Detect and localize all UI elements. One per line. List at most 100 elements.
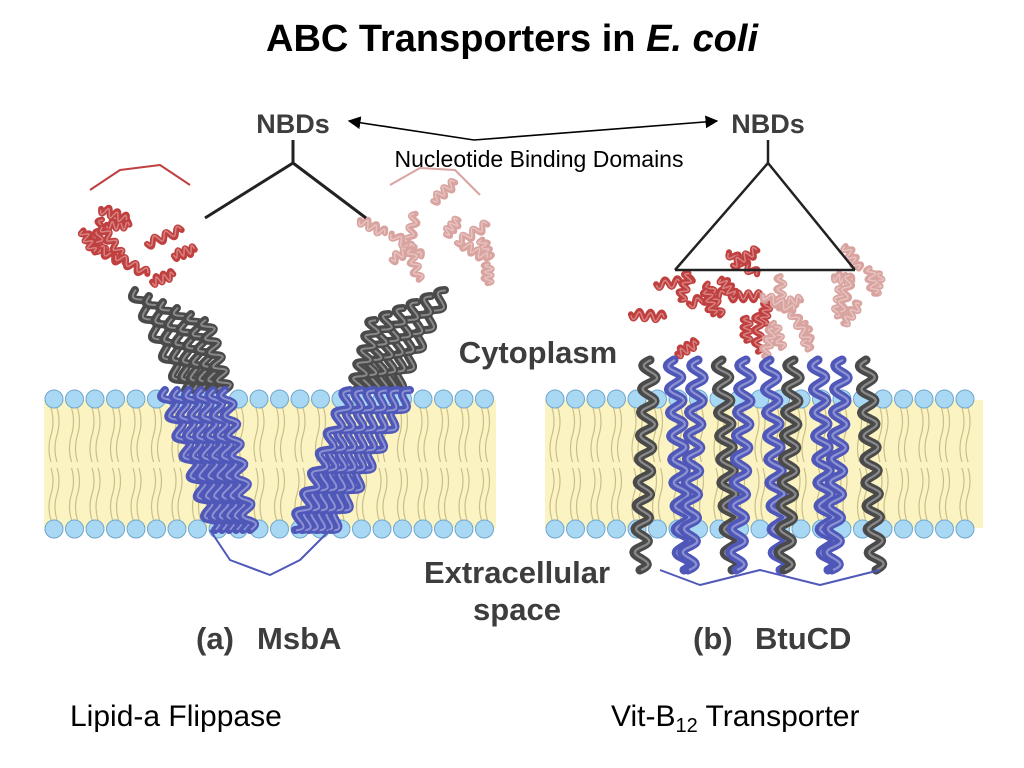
lipid-head: [393, 519, 412, 539]
helix: [821, 355, 853, 575]
loop: [389, 167, 481, 196]
helix: [730, 245, 761, 271]
helix: [854, 355, 888, 575]
extracellular-label-line2: space: [473, 592, 561, 627]
lipid-head: [106, 519, 125, 539]
helix: [443, 215, 462, 239]
helix: [787, 309, 815, 345]
helix: [675, 270, 694, 303]
nbd-arrow: [347, 115, 719, 141]
lipid-head: [147, 519, 166, 539]
lipid-head: [44, 519, 64, 539]
helix: [112, 253, 151, 277]
helix: [430, 178, 459, 206]
nbds-label-right: NBDs: [731, 109, 805, 139]
helix: [144, 224, 185, 250]
title-species: E. coli: [646, 18, 758, 60]
loop: [209, 529, 331, 576]
slide-title: ABC Transporters in E. coli: [0, 18, 1024, 61]
panel-a-name: MsbA: [257, 621, 341, 656]
nbds-label-left: NBDs: [256, 109, 330, 139]
helix: [291, 386, 354, 534]
lipid-head: [44, 389, 64, 409]
panel-b-caption-suffix: Transporter: [697, 700, 860, 733]
helix: [751, 312, 766, 355]
lipid-head: [270, 519, 289, 539]
lipid-head: [586, 519, 606, 539]
lipid-head: [935, 389, 954, 409]
lipid-head: [894, 519, 913, 539]
lipid-head: [167, 519, 187, 539]
btucd-structure: [627, 243, 888, 586]
lipid-head: [607, 519, 626, 539]
helix: [840, 299, 863, 328]
extracellular-label-line1: Extracellular: [424, 555, 610, 590]
panel-a-tag: (a): [196, 621, 234, 656]
helix: [356, 216, 389, 237]
helix: [348, 316, 382, 394]
nbd-full-name-label: Nucleotide Binding Domains: [395, 146, 684, 172]
lipid-head: [352, 519, 371, 539]
helix: [739, 314, 754, 344]
helix: [716, 275, 739, 298]
panel-b-caption: Vit-B12 Transporter: [611, 700, 859, 738]
lipid-head: [65, 519, 84, 539]
lipid-head: [955, 519, 975, 539]
title-main: ABC Transporters in: [266, 18, 647, 60]
lipid-head: [454, 519, 474, 539]
lipid-head: [106, 389, 125, 409]
lipid-head: [586, 389, 606, 409]
lipid-head: [413, 389, 433, 409]
lipid-head: [475, 519, 494, 539]
lipid-head: [566, 389, 585, 409]
lipid-head: [249, 389, 269, 409]
lipid-head: [566, 519, 585, 539]
helix: [459, 241, 490, 262]
lipid-head: [545, 519, 565, 539]
lipid-head: [894, 389, 913, 409]
lipid-head: [914, 519, 934, 539]
loop: [89, 164, 191, 191]
helix: [699, 287, 720, 318]
cytoplasm-label: Cytoplasm: [459, 335, 617, 370]
lipid-head: [607, 389, 626, 409]
helix: [480, 261, 495, 287]
lipid-head: [85, 519, 105, 539]
helix: [403, 246, 425, 283]
helix: [725, 355, 757, 575]
lipid-head: [454, 389, 474, 409]
helix: [759, 325, 777, 360]
lipid-head: [434, 519, 453, 539]
helix: [453, 219, 491, 248]
lipid-head: [311, 389, 330, 409]
loop: [659, 569, 881, 586]
helix: [192, 386, 245, 534]
helix: [756, 299, 773, 327]
helix: [77, 227, 101, 255]
lipid-head: [955, 389, 975, 409]
panel-b-name: BtuCD: [755, 621, 851, 656]
lipid-head: [372, 519, 392, 539]
helix: [773, 355, 805, 575]
panel-b-label: (b) BtuCD: [693, 621, 851, 656]
helix: [629, 355, 661, 575]
helix: [674, 337, 700, 360]
helix: [196, 316, 234, 394]
lipid-head: [413, 519, 433, 539]
helix: [627, 307, 668, 324]
helix: [388, 230, 425, 260]
lipid-head: [475, 389, 494, 409]
helix: [863, 265, 881, 297]
lipid-head: [126, 389, 146, 409]
helix: [767, 319, 788, 351]
helix: [103, 217, 133, 232]
panel-a-label: (a) MsbA: [196, 621, 341, 656]
helix: [840, 243, 865, 272]
panel-b-tag: (b): [693, 621, 733, 656]
lipid-head: [126, 519, 146, 539]
lipid-head: [545, 389, 565, 409]
panel-b-caption-prefix: Vit-B: [611, 700, 676, 733]
panel-a-caption: Lipid-a Flippase: [70, 700, 282, 733]
helix: [836, 272, 856, 315]
